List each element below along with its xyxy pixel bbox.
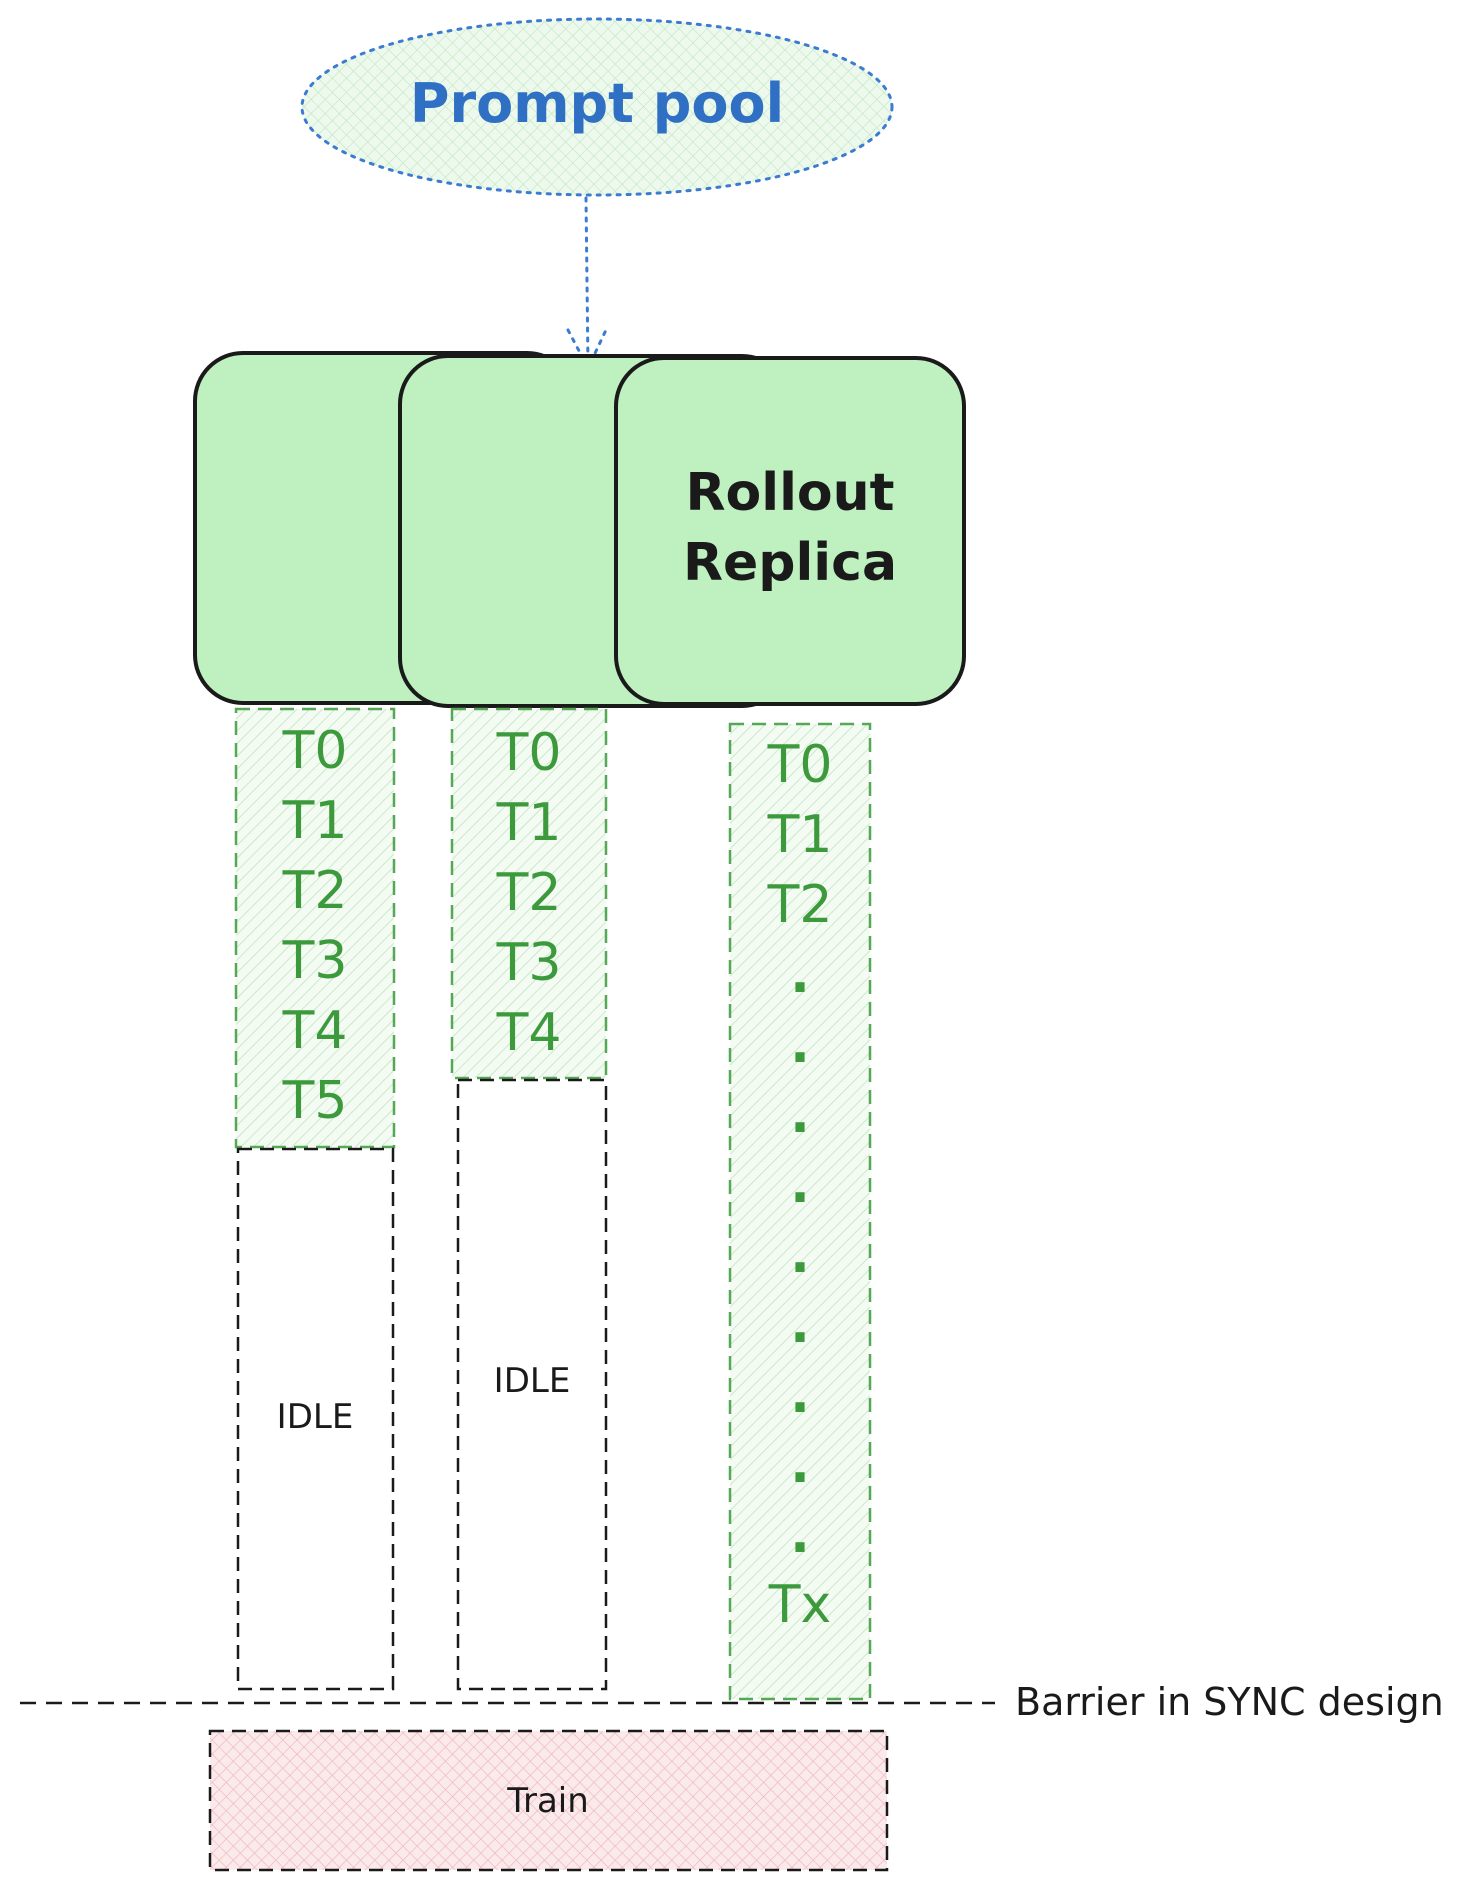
- task-block: [450, 707, 608, 1080]
- task-label: T2: [282, 861, 348, 921]
- prompt-pool: Prompt pool: [300, 17, 894, 197]
- task-label: T0: [282, 721, 348, 781]
- prompt-pool-label: Prompt pool: [410, 72, 784, 135]
- task-dot: .: [790, 1155, 810, 1215]
- task-dot: .: [790, 1085, 810, 1145]
- task-label: T4: [496, 1003, 562, 1063]
- task-label: T0: [767, 735, 833, 795]
- rollout-replica-line2: Replica: [683, 533, 897, 593]
- task-dot: .: [790, 1295, 810, 1355]
- replica-column-3: T0 T1 T2 . . . . . . . . . Tx: [728, 722, 872, 1701]
- task-label: T4: [282, 1001, 348, 1061]
- replica-column-1: T0 T1 T2 T3 T4 T5 IDLE: [234, 707, 396, 1691]
- idle-label: IDLE: [494, 1361, 571, 1401]
- sync-barrier: Barrier in SYNC design: [20, 1680, 1444, 1724]
- task-label: T1: [767, 805, 833, 865]
- idle-block: [236, 1147, 395, 1691]
- rollout-replica-front: Rollout Replica: [614, 356, 966, 706]
- task-block: [728, 722, 872, 1701]
- task-dot: .: [790, 1015, 810, 1075]
- idle-block: [456, 1078, 608, 1691]
- replica-column-2: T0 T1 T2 T3 T4 IDLE: [450, 707, 608, 1691]
- task-label: T5: [282, 1071, 348, 1131]
- task-label: T2: [496, 863, 562, 923]
- task-dot: .: [790, 1365, 810, 1425]
- task-dot: .: [790, 1435, 810, 1495]
- task-label: T1: [496, 793, 562, 853]
- task-dot: .: [790, 945, 810, 1005]
- rollout-replica-line1: Rollout: [685, 463, 894, 523]
- task-label: T2: [767, 875, 833, 935]
- idle-label: IDLE: [277, 1397, 354, 1437]
- task-label: T3: [282, 931, 348, 991]
- task-label: Tx: [768, 1575, 832, 1635]
- task-label: T3: [496, 933, 562, 993]
- train-block: Train: [208, 1729, 889, 1872]
- task-dot: .: [790, 1505, 810, 1565]
- prompt-arrow: [566, 196, 608, 372]
- task-label: T0: [496, 723, 562, 783]
- task-block: [234, 707, 396, 1149]
- task-label: T1: [282, 791, 348, 851]
- train-label: Train: [506, 1781, 589, 1821]
- barrier-label: Barrier in SYNC design: [1015, 1680, 1444, 1724]
- task-dot: .: [790, 1225, 810, 1285]
